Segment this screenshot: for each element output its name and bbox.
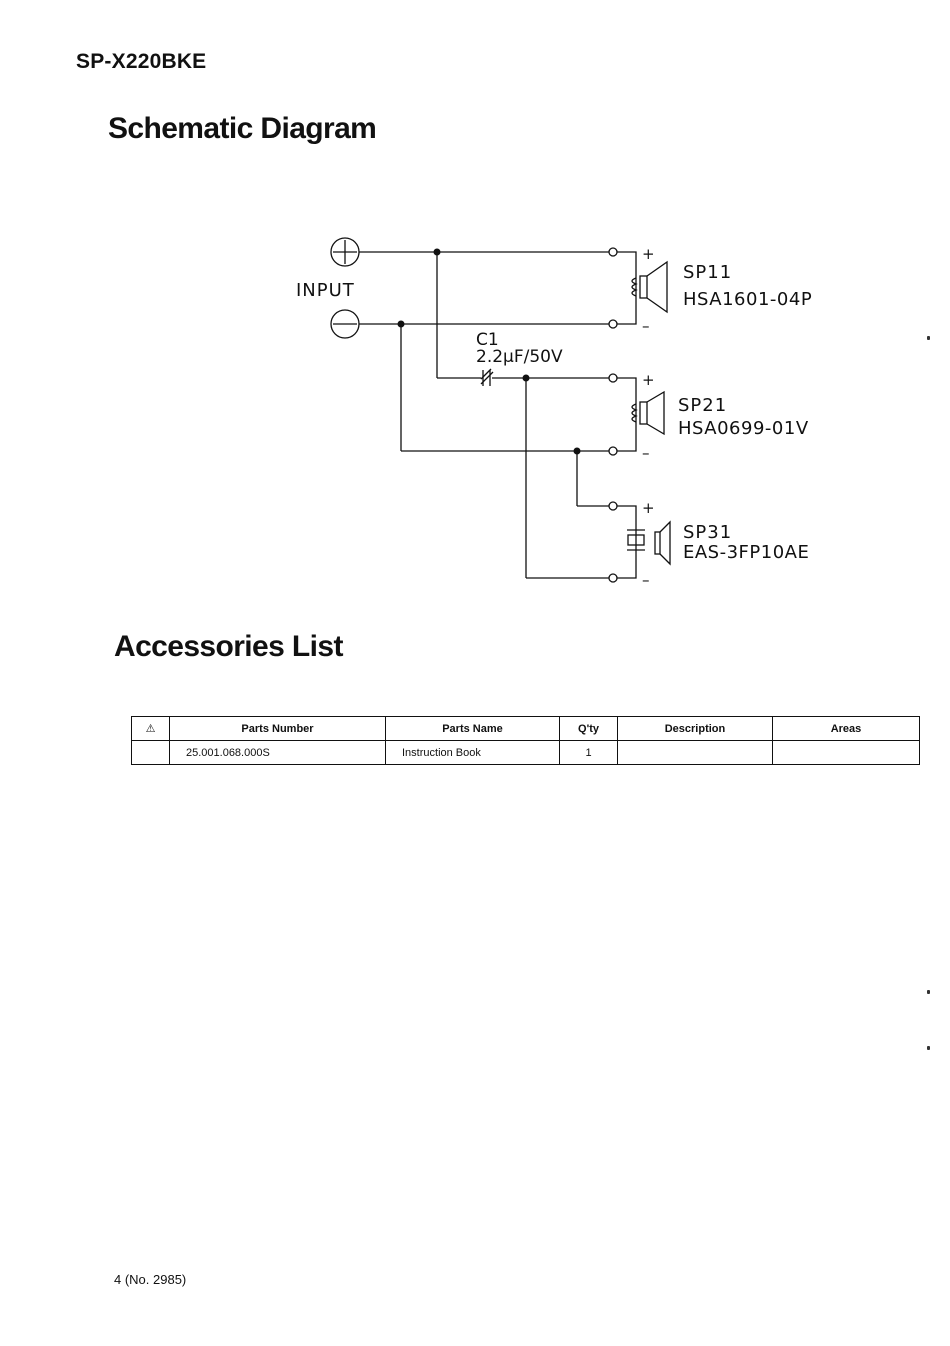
model-number: SP-X220BKE (76, 50, 207, 73)
sp31-minus: – (642, 571, 650, 589)
sp11-minus: – (642, 317, 650, 335)
capacitor-ref: C1 (476, 330, 499, 350)
speaker-sp31-icon (659, 520, 671, 566)
cell-mark (131, 740, 170, 765)
accessories-table: ⚠ Parts Number Parts Name Q'ty Descripti… (131, 716, 920, 765)
scan-speck (927, 336, 930, 340)
col-qty: Q'ty (559, 716, 618, 741)
col-parts-number: Parts Number (169, 716, 386, 741)
cell-areas (772, 740, 920, 765)
sp21-minus: – (642, 444, 650, 462)
speaker-sp11-icon (646, 260, 668, 314)
table-row: 25.001.068.000S Instruction Book 1 (131, 740, 920, 765)
sp11-part: HSA1601-04P (683, 289, 812, 310)
sp31-ref: SP31 (683, 522, 732, 543)
schematic-diagram: INPUT C1 2.2μF/50V + – + – + – SP11 HSA1… (296, 237, 812, 589)
sp21-part: HSA0699-01V (678, 418, 809, 439)
speaker-sp21-icon (646, 390, 665, 436)
sp21-ref: SP21 (678, 395, 727, 416)
capacitor-value: 2.2μF/50V (476, 347, 563, 367)
page-number: 4 (No. 2985) (114, 1272, 187, 1287)
sp31-plus: + (642, 499, 655, 517)
speaker-sp31-body (654, 531, 661, 555)
cell-parts-name: Instruction Book (385, 740, 560, 765)
safety-warning-icon: ⚠ (131, 716, 170, 741)
speaker-sp21-body (639, 401, 648, 425)
sp11-ref: SP11 (683, 262, 732, 283)
sp11-plus: + (642, 245, 655, 263)
accessories-title: Accessories List (114, 630, 343, 663)
sp21-plus: + (642, 371, 655, 389)
cell-description (617, 740, 773, 765)
speaker-sp11-body (639, 275, 648, 299)
schematic-title: Schematic Diagram (108, 112, 377, 145)
sp31-part: EAS-3FP10AE (683, 542, 809, 563)
scan-speck (927, 1046, 930, 1050)
table-header-row: ⚠ Parts Number Parts Name Q'ty Descripti… (131, 716, 920, 741)
col-description: Description (617, 716, 773, 741)
input-label: INPUT (296, 280, 355, 301)
col-areas: Areas (772, 716, 920, 741)
scan-speck (927, 990, 930, 994)
capacitor-c1 (480, 368, 494, 386)
cell-parts-number: 25.001.068.000S (169, 740, 386, 765)
col-parts-name: Parts Name (385, 716, 560, 741)
piezo-element-sp31 (627, 529, 645, 551)
cell-qty: 1 (559, 740, 618, 765)
